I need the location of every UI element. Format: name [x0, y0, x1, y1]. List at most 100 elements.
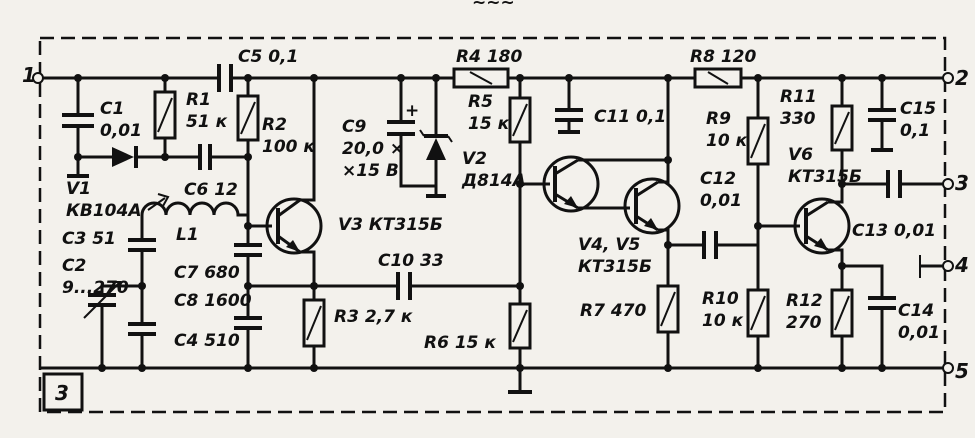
- capacitor-C10: [396, 272, 520, 300]
- capacitor-C6: [198, 144, 248, 170]
- resistor-R1: [153, 78, 177, 157]
- transistor-V5: [623, 177, 681, 235]
- terminal-5: 5: [942, 359, 969, 383]
- resistor-R5: [508, 78, 532, 304]
- capacitor-C1: [62, 78, 94, 178]
- label-L1-line-0: L1: [176, 225, 199, 245]
- transistor-V3: [265, 197, 323, 255]
- terminal-1-label: 1: [22, 63, 36, 87]
- label-R3: R3 2,7 к: [334, 307, 413, 327]
- figure-number: 3: [55, 381, 69, 405]
- label-C5-line-0: C5 0,1: [238, 47, 298, 67]
- label-C4: C4 510: [174, 331, 240, 351]
- label-R8: R8 120: [690, 47, 756, 67]
- label-R11-line-1: 330: [780, 109, 816, 129]
- zener-V2: [419, 78, 453, 186]
- resistor-R4: [452, 67, 510, 89]
- label-C4-line-0: C4 510: [174, 331, 240, 351]
- label-R9-line-1: 10 к: [706, 131, 748, 151]
- varicap-V1: [112, 146, 138, 168]
- label-C14-line-0: C14: [898, 301, 934, 321]
- terminal-1: 1: [22, 63, 44, 87]
- label-C8-line-0: C8 1600: [174, 291, 252, 311]
- figure-number-box: 3: [42, 372, 84, 412]
- transistor-V6: [793, 197, 851, 255]
- capacitor-C11: [555, 78, 583, 134]
- label-R8-line-0: R8 120: [690, 47, 756, 67]
- label-V2-line-0: V2: [462, 149, 487, 169]
- label-C11-line-0: C11 0,1: [594, 107, 666, 127]
- label-V45-line-0: V4, V5: [578, 235, 640, 255]
- label-V6-line-0: V6: [788, 145, 813, 165]
- label-R9-line-0: R9: [706, 109, 731, 129]
- label-V1-line-0: V1: [66, 179, 91, 199]
- capacitor-C5: [217, 64, 233, 92]
- label-R5-line-0: R5: [468, 92, 493, 112]
- label-R1-line-1: 51 к: [186, 112, 228, 132]
- label-V2-line-1: Д814А: [461, 171, 526, 191]
- label-C7-line-0: C7 680: [174, 263, 240, 283]
- label-V3-line-0: V3 КТ315Б: [338, 215, 443, 235]
- label-R2-line-1: 100 к: [262, 137, 315, 157]
- label-C14-line-1: 0,01: [898, 323, 940, 343]
- label-C12-line-1: 0,01: [700, 191, 742, 211]
- header-fragment: ~~~: [472, 0, 515, 13]
- resistor-R11: [830, 78, 854, 184]
- terminal-4: 4: [919, 253, 969, 278]
- label-C13-line-0: C13 0,01: [852, 221, 936, 241]
- resistor-R8: [693, 67, 743, 89]
- label-R3-line-0: R3 2,7 к: [334, 307, 413, 327]
- transistor-V4: [542, 155, 600, 213]
- terminal-2-label: 2: [955, 66, 969, 90]
- label-R7-line-0: R7 470: [580, 301, 646, 321]
- label-V45-line-1: КТ315Б: [578, 257, 652, 277]
- junction-dots: [74, 74, 886, 372]
- label-R10-line-0: R10: [702, 289, 739, 309]
- label-V6-line-1: КТ315Б: [788, 167, 862, 187]
- label-R2-line-0: R2: [262, 115, 287, 135]
- resistor-R10: [746, 288, 770, 368]
- variable-capacitor-C2: [83, 281, 121, 368]
- label-C12-line-0: C12: [700, 169, 736, 189]
- label-R4-line-0: R4 180: [456, 47, 522, 67]
- terminal-3-label: 3: [955, 171, 969, 195]
- label-C10-line-0: C10 33: [378, 251, 444, 271]
- label-C1-line-1: 0,01: [100, 121, 142, 141]
- resistor-R6: [508, 302, 532, 394]
- capacitor-C13: [886, 170, 944, 198]
- label-C15-line-0: C15: [900, 99, 936, 119]
- terminal-3: 3: [942, 171, 969, 195]
- capacitor-C8: [234, 316, 262, 368]
- label-C5: C5 0,1: [238, 47, 298, 67]
- label-C10: C10 33: [378, 251, 444, 271]
- label-V1-line-1: КВ104А: [66, 201, 142, 221]
- label-C6: C6 12: [184, 180, 238, 200]
- label-C11: C11 0,1: [594, 107, 666, 127]
- terminal-4-label: 4: [954, 253, 969, 277]
- resistor-R12: [830, 288, 854, 368]
- label-R12-line-0: R12: [786, 291, 823, 311]
- inductor-L1: [140, 193, 250, 226]
- label-R6: R6 15 к: [424, 333, 496, 353]
- capacitor-C12: [702, 231, 758, 259]
- label-C9-line-0: C9: [342, 117, 366, 137]
- label-V3: V3 КТ315Б: [338, 215, 443, 235]
- capacitor-C9: +: [387, 78, 446, 198]
- label-C7: C7 680: [174, 263, 240, 283]
- label-R12-line-1: 270: [786, 313, 822, 333]
- label-C9-line-2: ×15 В: [342, 161, 399, 181]
- capacitor-C15: [868, 78, 896, 152]
